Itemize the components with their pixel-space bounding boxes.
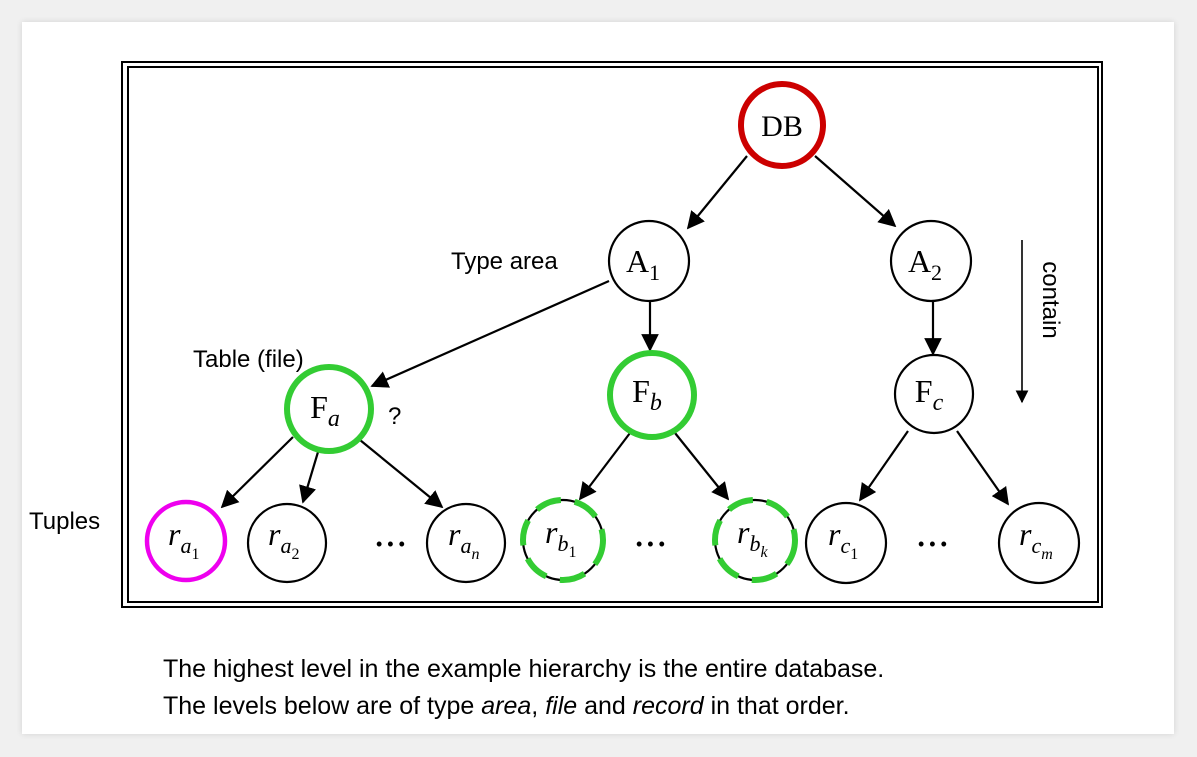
diagram-frame-inner	[127, 66, 1099, 603]
edge-db-a2	[814, 155, 897, 228]
caption-area: area	[481, 692, 532, 720]
node-a2: A2	[889, 219, 973, 303]
caption-line-2: The levels below are of type area, file …	[163, 692, 850, 721]
caption-line-1: The highest level in the example hierarc…	[163, 655, 885, 683]
svg-text:A2: A2	[908, 243, 942, 285]
tuples-label: Tuples	[29, 508, 101, 535]
edge-fc-rcm	[956, 430, 1010, 506]
svg-text:Fa: Fa	[310, 389, 340, 432]
node-fa: Fa	[284, 364, 374, 454]
edge-fb-rb1	[578, 432, 631, 501]
node-fb: Fb	[607, 350, 697, 440]
edges	[220, 155, 1029, 509]
caption-text: The levels below are of type	[163, 692, 482, 720]
diagram-frame-outer	[121, 61, 1103, 608]
node-rb1: rb1	[520, 497, 606, 583]
svg-text:rbk: rbk	[737, 514, 768, 561]
ellipsis-b: • • •	[636, 534, 665, 554]
edge-fa-ran	[359, 439, 444, 509]
caption-text: ,	[531, 692, 546, 720]
svg-text:rcm: rcm	[1019, 516, 1053, 563]
node-ran: ran	[425, 502, 507, 584]
node-db: DB	[738, 81, 826, 169]
edge-fb-rbk	[674, 432, 730, 501]
node-rcm: rcm	[997, 501, 1081, 585]
edge-fc-rc1	[858, 430, 909, 502]
node-ra1: ra1	[144, 499, 228, 583]
node-ra2: ra2	[246, 502, 328, 584]
node-a1: A1	[607, 219, 691, 303]
svg-text:A1: A1	[626, 243, 660, 285]
node-db-label: DB	[761, 110, 803, 143]
node-rbk: rbk	[712, 497, 798, 583]
caption-text: in that order.	[703, 692, 850, 720]
edge-db-a1	[686, 155, 748, 230]
svg-text:Fb: Fb	[632, 373, 662, 416]
svg-text:ra1: ra1	[168, 516, 199, 563]
ellipsis-c: • • •	[918, 534, 947, 554]
node-rc1: rc1	[804, 501, 888, 585]
contain-label: contain	[1037, 261, 1064, 339]
node-fc: Fc	[893, 353, 975, 435]
svg-text:ra2: ra2	[268, 516, 299, 563]
svg-text:ran: ran	[448, 516, 479, 563]
svg-text:Fc: Fc	[915, 373, 944, 416]
caption-text: and	[577, 692, 633, 720]
question-mark: ?	[388, 403, 402, 430]
caption-record: record	[632, 692, 704, 720]
edge-a1-fa	[370, 279, 610, 388]
ellipsis-a: • • •	[376, 534, 405, 554]
slide-background	[22, 22, 1174, 734]
svg-text:rb1: rb1	[545, 514, 576, 561]
svg-text:rc1: rc1	[828, 516, 858, 563]
edge-fa-ra1	[220, 436, 294, 509]
edge-fa-ra2	[299, 451, 320, 504]
caption-file: file	[545, 692, 578, 720]
type-area-label: Type area	[451, 248, 558, 275]
table-file-label: Table (file)	[193, 346, 304, 373]
